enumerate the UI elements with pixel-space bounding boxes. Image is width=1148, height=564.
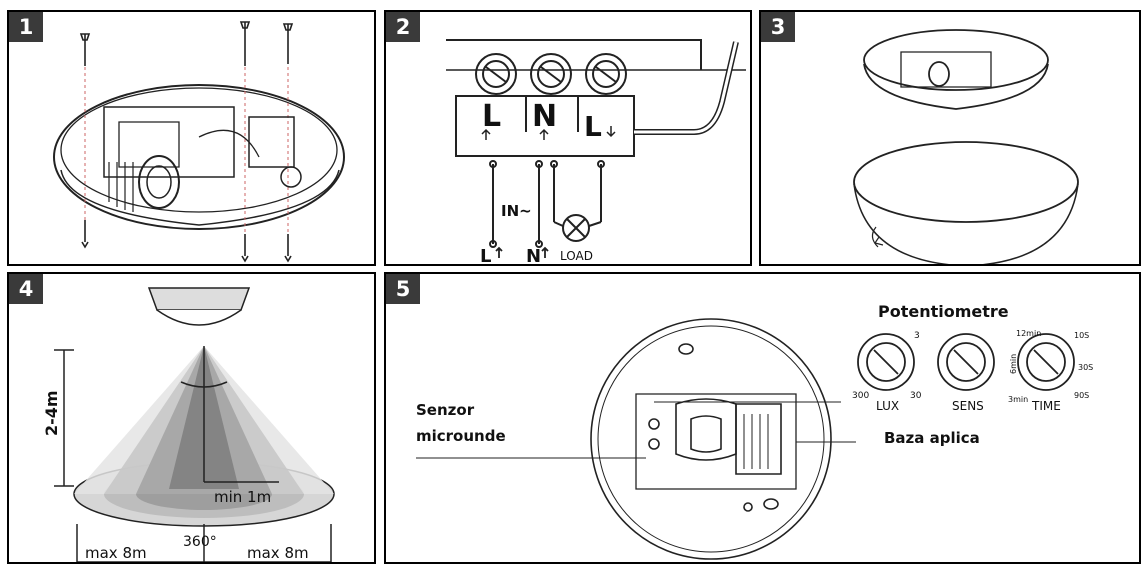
wiring-diagram: L N L IN~ L N LOAD [446,39,746,266]
knob-time-scale-right: 90S [1074,391,1089,400]
left-range-label: max 8m [85,544,147,562]
panel-number-badge: 5 [386,274,420,304]
knob-sens-label: SENS [952,399,984,413]
panel-mounting: 1 [7,10,376,266]
base-label: Baza aplica [884,429,980,447]
load-label: LOAD [560,249,593,263]
panel-number-badge: 4 [9,274,43,304]
panel-number-badge: 3 [761,12,795,42]
right-range-label: max 8m [247,544,309,562]
panel-number-badge: 2 [386,12,420,42]
mounting-illustration [53,21,345,263]
knob-time-scale-top-left: 12min [1016,329,1041,338]
height-label: 2-4m [42,390,61,436]
panel-wiring: 2 [384,10,752,266]
knob-lux-scale-right: 30 [910,391,922,401]
knob-time-scale-top-right: 10S [1074,331,1089,340]
panel-cover: 3 [759,10,1141,266]
knob-time-scale-mid-right: 30S [1078,363,1093,372]
terminal-n-label: N [532,99,557,134]
potentiometers-title: Potentiometre [878,302,1009,321]
terminal-load-label: L [584,110,602,143]
sensor-base-illustration: LUX 300 30 3 SENS TIME 3min 90S 10S 12mi… [416,318,1093,560]
sensor-label-line2: microunde [416,427,506,445]
min-distance-label: min 1m [214,488,271,506]
detection-range-diagram: 2-4m min 1m 360° max 8m max 8m [42,287,335,562]
sensor-label-line1: Senzor [416,401,475,419]
knob-lux-scale-left: 300 [852,391,869,401]
knob-lux-scale-top-right: 3 [914,331,920,341]
angle-label: 360° [183,534,217,550]
neutral-label: N [526,246,541,266]
panel-detection-range: 4 2-4m min 1m 360° [7,272,376,564]
sensor-label: Senzor microunde [416,400,506,446]
knob-time-scale-left: 3min [1008,395,1028,404]
panel-number-badge: 1 [9,12,43,42]
cover-illustration [853,29,1079,264]
knob-time-label: TIME [1031,399,1061,413]
panel-sensor-base: 5 [384,272,1141,564]
supply-label: IN~ [501,202,532,220]
knob-lux-label: LUX [876,399,899,413]
terminal-l-label: L [482,99,501,134]
live-label: L [480,246,491,266]
knob-time-scale-mid-left: 6min [1009,354,1018,374]
